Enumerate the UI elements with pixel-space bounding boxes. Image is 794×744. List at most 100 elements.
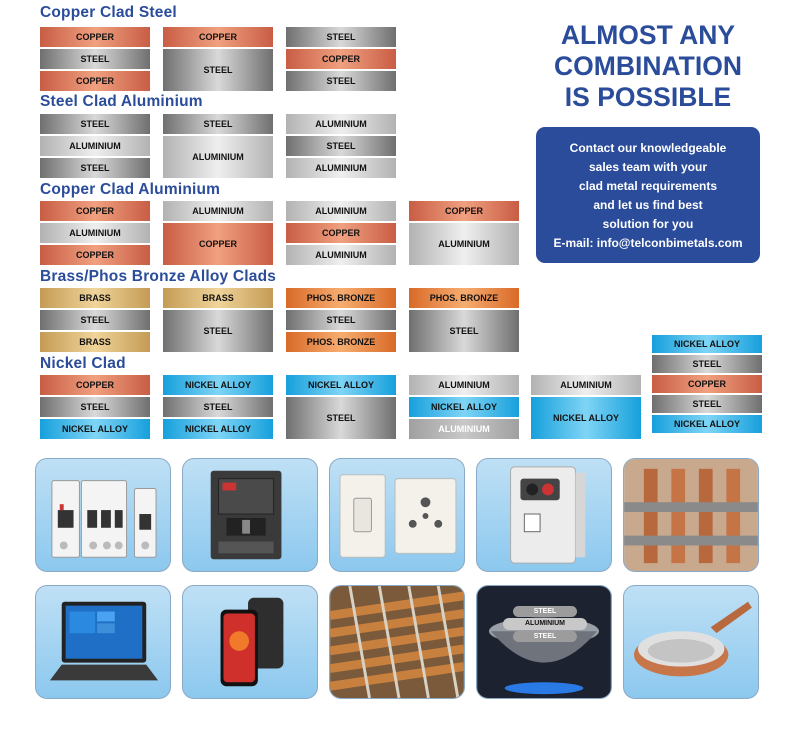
section-title-copper-clad-steel: Copper Clad Steel bbox=[40, 4, 177, 21]
layer-copper: COPPER bbox=[40, 71, 150, 91]
section-title-steel-clad-aluminium: Steel Clad Aluminium bbox=[40, 93, 203, 110]
contact-email[interactable]: E-mail: info@telconbimetals.com bbox=[553, 236, 743, 250]
cookware-layer-label: STEEL bbox=[513, 606, 577, 617]
stack-steel-aluminium-steel: STEEL ALUMINIUM STEEL bbox=[40, 114, 150, 178]
layer-brass: BRASS bbox=[40, 332, 150, 352]
section-title-nickel-clad: Nickel Clad bbox=[40, 355, 126, 372]
laptop-icon bbox=[49, 601, 159, 681]
layer-brass: BRASS bbox=[40, 288, 150, 308]
layer-aluminium: ALUMINIUM bbox=[163, 136, 273, 178]
image-circuit-breakers bbox=[35, 458, 171, 572]
contact-line: sales team with your bbox=[588, 160, 708, 174]
layer-aluminium: ALUMINIUM bbox=[286, 245, 396, 265]
layer-copper: COPPER bbox=[40, 245, 150, 265]
layer-aluminium: ALUMINIUM bbox=[286, 158, 396, 178]
cookware-layer-label: ALUMINIUM bbox=[503, 618, 587, 630]
contact-box: Contact our knowledgeable sales team wit… bbox=[536, 127, 760, 263]
contact-line: and let us find best bbox=[593, 198, 703, 212]
stack-phos-steel-phos: PHOS. BRONZE STEEL PHOS. BRONZE bbox=[286, 288, 396, 352]
layer-aluminium: ALUMINIUM bbox=[40, 223, 150, 243]
layer-copper: COPPER bbox=[652, 375, 762, 393]
layer-steel: STEEL bbox=[286, 71, 396, 91]
layer-copper: COPPER bbox=[286, 49, 396, 69]
layer-nickel-alloy: NICKEL ALLOY bbox=[531, 397, 641, 439]
layer-nickel-alloy: NICKEL ALLOY bbox=[409, 397, 519, 417]
image-heat-exchanger bbox=[329, 585, 465, 699]
image-switch-socket bbox=[329, 458, 465, 572]
layer-phos-bronze: PHOS. BRONZE bbox=[286, 288, 396, 308]
stack-copper-aluminium-copper: COPPER ALUMINIUM COPPER bbox=[40, 201, 150, 265]
stack-steel-aluminium: STEEL ALUMINIUM bbox=[163, 114, 273, 178]
stack-aluminium-copper-aluminium: ALUMINIUM COPPER ALUMINIUM bbox=[286, 201, 396, 265]
stack-copper-steel-copper: COPPER STEEL COPPER bbox=[40, 27, 150, 91]
stack-aluminium-nickel: ALUMINIUM NICKEL ALLOY bbox=[531, 375, 641, 439]
starter-box-icon bbox=[510, 466, 586, 564]
stack-copper-aluminium: COPPER ALUMINIUM bbox=[409, 201, 519, 265]
image-mccb-breaker bbox=[182, 458, 318, 572]
layer-aluminium: ALUMINIUM bbox=[531, 375, 641, 395]
headline-line: COMBINATION bbox=[554, 51, 742, 81]
layer-aluminium: ALUMINIUM bbox=[409, 375, 519, 395]
layer-phos-bronze: PHOS. BRONZE bbox=[286, 332, 396, 352]
cookware-layer-label: STEEL bbox=[513, 631, 577, 642]
layer-nickel-alloy: NICKEL ALLOY bbox=[652, 335, 762, 353]
cookware-icon bbox=[477, 586, 611, 698]
layer-steel: STEEL bbox=[652, 395, 762, 413]
layer-nickel-alloy: NICKEL ALLOY bbox=[163, 375, 273, 395]
stack-steel-copper-steel: STEEL COPPER STEEL bbox=[286, 27, 396, 91]
layer-steel: STEEL bbox=[40, 310, 150, 330]
layer-copper: COPPER bbox=[40, 375, 150, 395]
layer-copper: COPPER bbox=[40, 27, 150, 47]
stack-nickel-steel-copper-steel-nickel: NICKEL ALLOY STEEL COPPER STEEL NICKEL A… bbox=[652, 335, 762, 433]
layer-nickel-alloy: NICKEL ALLOY bbox=[286, 375, 396, 395]
layer-steel: STEEL bbox=[286, 27, 396, 47]
layer-steel: STEEL bbox=[163, 310, 273, 352]
smartphone-icon bbox=[220, 597, 284, 687]
section-title-copper-clad-aluminium: Copper Clad Aluminium bbox=[40, 181, 221, 198]
layer-copper: COPPER bbox=[286, 223, 396, 243]
busbar-icon bbox=[624, 459, 758, 571]
image-starter-box bbox=[476, 458, 612, 572]
section-title-brass-phos-bronze: Brass/Phos Bronze Alloy Clads bbox=[40, 268, 277, 285]
layer-brass: BRASS bbox=[163, 288, 273, 308]
layer-steel: STEEL bbox=[286, 310, 396, 330]
contact-line: clad metal requirements bbox=[578, 179, 718, 193]
switch-socket-icon bbox=[339, 474, 457, 558]
stack-aluminium-nickel-aluminium: ALUMINIUM NICKEL ALLOY ALUMINIUM bbox=[409, 375, 519, 439]
layer-nickel-alloy: NICKEL ALLOY bbox=[40, 419, 150, 439]
layer-copper: COPPER bbox=[163, 27, 273, 47]
image-smartphone bbox=[182, 585, 318, 699]
layer-aluminium: ALUMINIUM bbox=[409, 223, 519, 265]
mccb-icon bbox=[210, 470, 282, 560]
layer-aluminium: ALUMINIUM bbox=[409, 419, 519, 439]
layer-aluminium: ALUMINIUM bbox=[286, 201, 396, 221]
layer-steel: STEEL bbox=[163, 49, 273, 91]
stack-phos-steel: PHOS. BRONZE STEEL bbox=[409, 288, 519, 352]
image-laptop bbox=[35, 585, 171, 699]
heat-exchanger-icon bbox=[330, 586, 464, 698]
layer-copper: COPPER bbox=[409, 201, 519, 221]
layer-steel: STEEL bbox=[163, 114, 273, 134]
stack-aluminium-steel-aluminium: ALUMINIUM STEEL ALUMINIUM bbox=[286, 114, 396, 178]
layer-phos-bronze: PHOS. BRONZE bbox=[409, 288, 519, 308]
image-copper-pan bbox=[623, 585, 759, 699]
contact-line: solution for you bbox=[602, 217, 694, 231]
layer-steel: STEEL bbox=[286, 397, 396, 439]
stack-copper-steel-nickel: COPPER STEEL NICKEL ALLOY bbox=[40, 375, 150, 439]
layer-steel: STEEL bbox=[286, 136, 396, 156]
layer-steel: STEEL bbox=[163, 397, 273, 417]
image-copper-busbars bbox=[623, 458, 759, 572]
layer-steel: STEEL bbox=[652, 355, 762, 373]
stack-copper-steel: COPPER STEEL bbox=[163, 27, 273, 91]
circuit-breaker-icon bbox=[51, 480, 157, 558]
copper-pan-icon bbox=[634, 601, 752, 677]
layer-aluminium: ALUMINIUM bbox=[163, 201, 273, 221]
headline-line: ALMOST ANY bbox=[560, 20, 736, 50]
stack-brass-steel: BRASS STEEL bbox=[163, 288, 273, 352]
layer-copper: COPPER bbox=[163, 223, 273, 265]
stack-nickel-steel-nickel: NICKEL ALLOY STEEL NICKEL ALLOY bbox=[163, 375, 273, 439]
layer-aluminium: ALUMINIUM bbox=[40, 136, 150, 156]
stack-nickel-steel: NICKEL ALLOY STEEL bbox=[286, 375, 396, 439]
headline-line: IS POSSIBLE bbox=[564, 82, 732, 112]
image-cookware: STEEL ALUMINIUM STEEL bbox=[476, 585, 612, 699]
